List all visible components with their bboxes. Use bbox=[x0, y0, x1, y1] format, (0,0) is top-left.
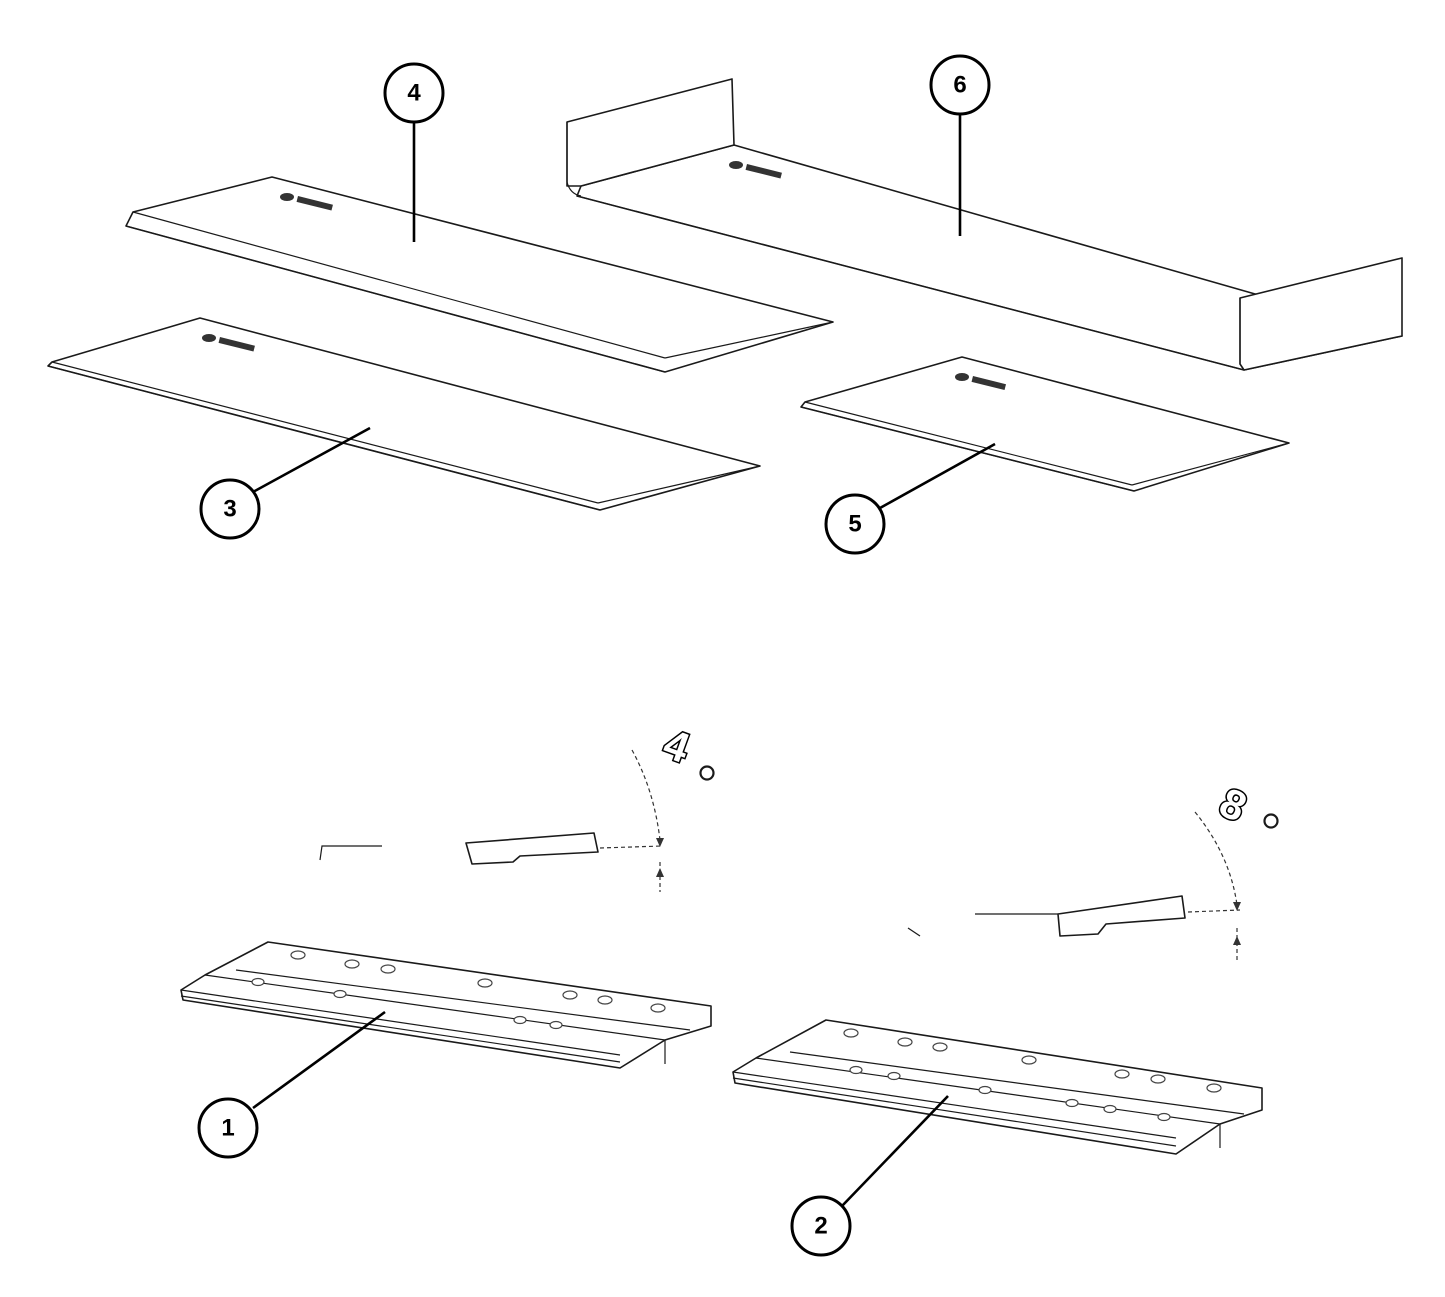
blade-part-6 bbox=[566, 78, 1403, 371]
leader-1 bbox=[252, 1010, 386, 1110]
degree-symbol bbox=[699, 765, 715, 781]
knife-bar-part-1 bbox=[180, 941, 712, 1069]
angle-label-a: 4 bbox=[658, 720, 697, 772]
svg-text:3: 3 bbox=[223, 496, 236, 523]
leader-3 bbox=[252, 426, 371, 494]
degree-symbol bbox=[1263, 813, 1279, 829]
leader-2 bbox=[841, 1095, 949, 1207]
callout-balloon-4: 4 bbox=[383, 62, 445, 124]
angle-label-b: 8 bbox=[1213, 778, 1254, 830]
callout-balloon-5: 5 bbox=[824, 493, 886, 555]
callout-balloon-3: 3 bbox=[199, 478, 261, 540]
svg-text:1: 1 bbox=[221, 1115, 234, 1142]
knife-bar-part-2 bbox=[732, 1019, 1263, 1155]
mounting-holes bbox=[251, 950, 666, 1030]
angle-detail-b: 8 bbox=[907, 777, 1279, 960]
svg-text:4: 4 bbox=[407, 80, 421, 107]
callout-balloon-6: 6 bbox=[929, 54, 991, 116]
angle-detail-a: 4 bbox=[319, 718, 715, 892]
mounting-holes bbox=[843, 1028, 1222, 1122]
leader-5 bbox=[879, 442, 996, 510]
svg-text:6: 6 bbox=[953, 72, 966, 99]
callout-balloon-2: 2 bbox=[790, 1195, 852, 1257]
blade-part-3 bbox=[47, 317, 761, 511]
blade-part-5 bbox=[800, 356, 1290, 492]
callout-balloon-1: 1 bbox=[197, 1097, 259, 1159]
svg-text:5: 5 bbox=[848, 511, 861, 538]
svg-text:2: 2 bbox=[814, 1213, 827, 1240]
blade-part-4 bbox=[125, 176, 834, 373]
leader-lines bbox=[252, 114, 996, 1207]
